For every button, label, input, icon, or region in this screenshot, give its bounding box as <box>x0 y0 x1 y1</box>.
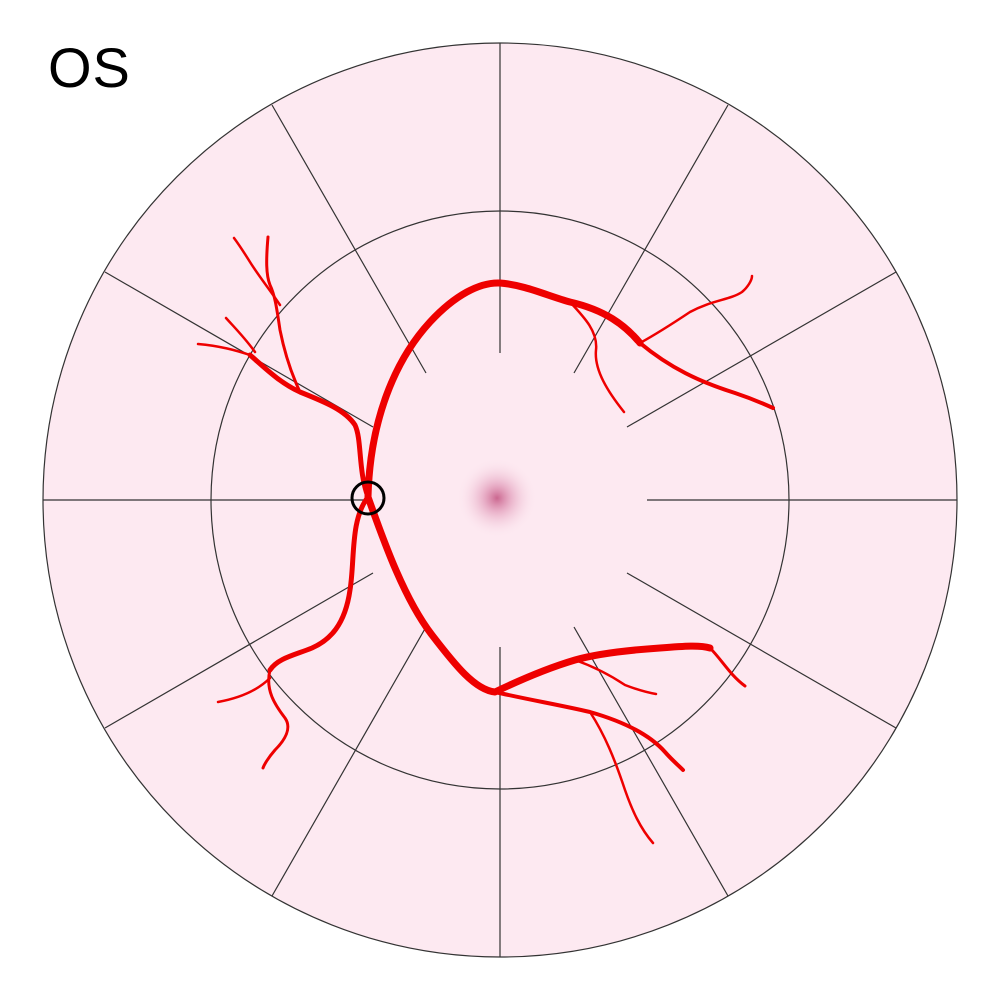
sector-lines <box>43 43 957 957</box>
sector-line-10 <box>104 271 374 428</box>
inferior-branch-mid <box>573 658 658 696</box>
nasal-inferior-vessel <box>267 494 371 673</box>
nasal-superior-branch-c <box>196 342 252 357</box>
nasal-inferior-branch-a <box>261 668 290 770</box>
optic-disc <box>350 480 386 516</box>
sector-line-11 <box>271 104 427 374</box>
eye-label: OS <box>48 36 131 99</box>
vessels <box>196 235 775 845</box>
sector-line-8 <box>104 572 374 729</box>
superior-arcade-vessel <box>364 279 644 501</box>
nasal-superior-vessel <box>247 352 371 500</box>
sector-line-1 <box>573 104 729 374</box>
inferior-arcade-vessel <box>364 493 714 696</box>
sector-line-2 <box>626 271 897 428</box>
superior-branch-upper <box>638 274 754 345</box>
sector-line-5 <box>573 626 729 897</box>
sector-line-4 <box>626 572 897 729</box>
sector-line-7 <box>271 626 427 897</box>
nasal-superior-branch-d <box>224 316 257 354</box>
nasal-superior-branch-b <box>232 236 282 307</box>
superior-arcade-temporal <box>638 341 775 410</box>
inferior-branch-down <box>588 710 655 845</box>
macula <box>457 458 537 538</box>
superior-branch-lower <box>568 300 626 414</box>
nasal-superior-branch-a <box>265 235 302 394</box>
nasal-inferior-branch-b <box>216 676 272 704</box>
inferior-branch-lower <box>493 690 685 772</box>
inferior-arcade-temporal <box>708 646 747 688</box>
